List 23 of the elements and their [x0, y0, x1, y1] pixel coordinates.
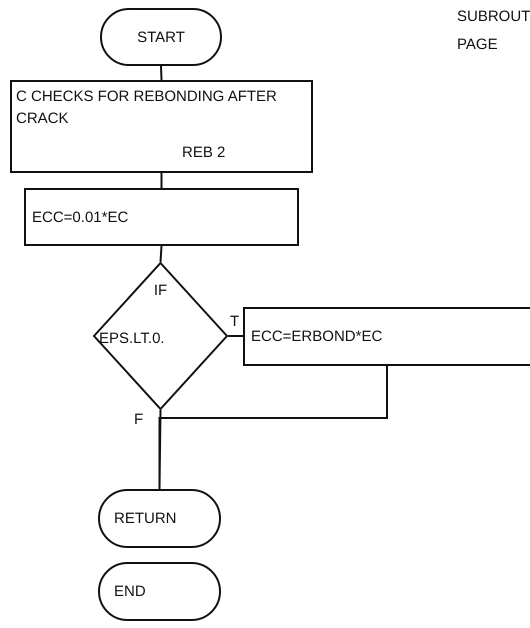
process-box	[10, 80, 313, 173]
terminal-label: RETURN	[114, 510, 176, 527]
terminal-shape	[98, 489, 221, 548]
statement-text: REB 2	[182, 144, 226, 161]
statement-text: ECC=ERBOND*EC	[251, 328, 382, 345]
connector-line	[160, 66, 162, 80]
statement-text: ECC=0.01*EC	[32, 209, 128, 226]
header-text: PAGE	[457, 36, 498, 53]
process-box	[243, 307, 530, 366]
terminal-label: END	[114, 583, 146, 600]
terminal-shape	[98, 562, 221, 621]
connector-line	[158, 366, 388, 489]
condition-text: EPS.LT.0.	[99, 330, 165, 347]
keyword-label: IF	[152, 282, 168, 299]
header-text: SUBROUT	[457, 8, 530, 25]
connector-line	[160, 246, 162, 262]
terminal-shape	[100, 8, 222, 66]
connector-line	[228, 335, 243, 337]
decision-diamond	[93, 262, 228, 410]
terminal-label: START	[136, 29, 186, 46]
statement-text: C CHECKS FOR REBONDING AFTER CRACK	[16, 87, 278, 129]
process-box	[24, 188, 299, 246]
connector-line	[160, 173, 162, 188]
